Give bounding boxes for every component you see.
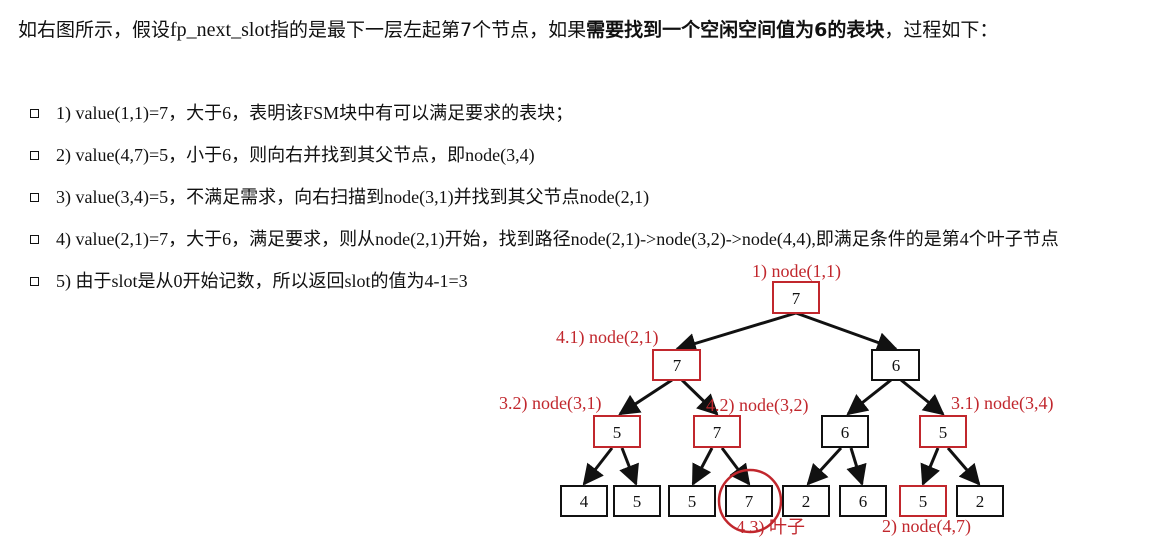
- node-value: 6: [892, 356, 901, 375]
- intro-variable: fp_next_slot: [170, 19, 271, 41]
- square-bullet-icon: [30, 235, 39, 244]
- square-bullet-icon: [30, 193, 39, 202]
- tree-node-2-2: 6: [871, 349, 920, 381]
- square-bullet-icon: [30, 151, 39, 160]
- node-value: 2: [976, 492, 985, 511]
- edge-34-48: [946, 447, 981, 486]
- tree-node-4-5: 2: [782, 485, 830, 517]
- annotation-node-1-1: 1) node(1,1): [752, 261, 841, 282]
- tree-node-2-1: 7: [652, 349, 701, 381]
- edge-21-31: [618, 378, 673, 416]
- node-value: 7: [673, 356, 682, 375]
- tree-node-1-1: 7: [772, 281, 820, 314]
- node-value: 6: [841, 423, 850, 442]
- tree-edges: [582, 311, 981, 487]
- intro-bold: 需要找到一个空闲空间值为6的表块: [586, 19, 885, 41]
- tree-node-3-3: 6: [821, 415, 869, 448]
- intro-part1: 如右图所示，假设: [18, 19, 171, 41]
- tree-node-4-2: 5: [613, 485, 661, 517]
- step-item-3: 3) value(3,4)=5，不满足需求，向右扫描到node(3,1)并找到其…: [30, 182, 1140, 212]
- intro-part2: 指的是最下一层左起第7个节点，如果: [270, 19, 587, 41]
- tree-node-4-7: 5: [899, 485, 947, 517]
- edge-31-42: [619, 447, 639, 486]
- edge-34-47: [920, 447, 940, 486]
- edge-32-44: [720, 447, 751, 486]
- target-leaf-circle: [717, 468, 783, 534]
- node-value: 5: [688, 492, 697, 511]
- annotation-node-2-1: 4.1) node(2,1): [556, 327, 658, 348]
- tree-node-4-8: 2: [956, 485, 1004, 517]
- tree-node-3-2: 7: [693, 415, 741, 448]
- edge-33-45: [806, 446, 843, 486]
- tree-node-4-3: 5: [668, 485, 716, 517]
- step-item-5: 5) 由于slot是从0开始记数，所以返回slot的值为4-1=3: [30, 266, 1140, 296]
- step-item-4: 4) value(2,1)=7，大于6，满足要求，则从node(2,1)开始，找…: [30, 224, 1136, 254]
- tree-node-4-4: 7: [717, 468, 783, 534]
- tree-node-3-1: 5: [593, 415, 641, 448]
- step-item-1: 1) value(1,1)=7，大于6，表明该FSM块中有可以满足要求的表块；: [30, 98, 1140, 128]
- node-value: 5: [613, 423, 622, 442]
- edge-11-21: [674, 311, 797, 354]
- step-item-2: 2) value(4,7)=5，小于6，则向右并找到其父节点，即node(3,4…: [30, 140, 1140, 170]
- steps-list: 1) value(1,1)=7，大于6，表明该FSM块中有可以满足要求的表块； …: [30, 98, 1140, 308]
- annotation-node-4-7: 2) node(4,7): [882, 516, 971, 537]
- tree-node-3-4: 5: [919, 415, 967, 448]
- step-text: 1) value(1,1)=7，大于6，表明该FSM块中有可以满足要求的表块；: [56, 103, 574, 123]
- node-value: 5: [919, 492, 928, 511]
- node-value: 7: [713, 423, 722, 442]
- tree-node-4-1: 4: [560, 485, 608, 517]
- edge-32-43: [691, 447, 714, 486]
- annotation-node-3-2: 4.2) node(3,2): [706, 395, 808, 416]
- annotation-leaf-4-4: 4.3) 叶子: [736, 517, 805, 537]
- square-bullet-icon: [30, 277, 39, 286]
- node-value: 5: [633, 492, 642, 511]
- edge-22-34: [900, 378, 945, 416]
- annotation-node-3-4: 3.1) node(3,4): [951, 393, 1053, 414]
- edge-11-22: [795, 311, 898, 353]
- node-value: 7: [792, 289, 801, 308]
- edge-33-46: [846, 447, 867, 487]
- square-bullet-icon: [30, 109, 39, 118]
- node-value: 5: [939, 423, 948, 442]
- step-text: 3) value(3,4)=5，不满足需求，向右扫描到node(3,1)并找到其…: [56, 187, 650, 207]
- step-text: 2) value(4,7)=5，小于6，则向右并找到其父节点，即node(3,4…: [56, 145, 535, 165]
- node-value: 6: [859, 492, 868, 511]
- node-value: 7: [745, 492, 754, 511]
- node-value: 2: [802, 492, 811, 511]
- intro-paragraph: 如右图所示，假设fp_next_slot指的是最下一层左起第7个节点，如果需要找…: [18, 12, 1138, 49]
- node-value: 4: [580, 492, 589, 511]
- annotation-node-3-1: 3.2) node(3,1): [499, 393, 601, 414]
- edge-21-32: [680, 378, 719, 416]
- step-text: 4) value(2,1)=7，大于6，满足要求，则从node(2,1)开始，找…: [56, 229, 1059, 249]
- step-text: 5) 由于slot是从0开始记数，所以返回slot的值为4-1=3: [56, 271, 468, 291]
- edge-22-33: [846, 378, 892, 416]
- tree-node-4-6: 6: [839, 485, 887, 517]
- edge-31-41: [582, 447, 614, 486]
- intro-part3: ，过程如下：: [884, 19, 999, 41]
